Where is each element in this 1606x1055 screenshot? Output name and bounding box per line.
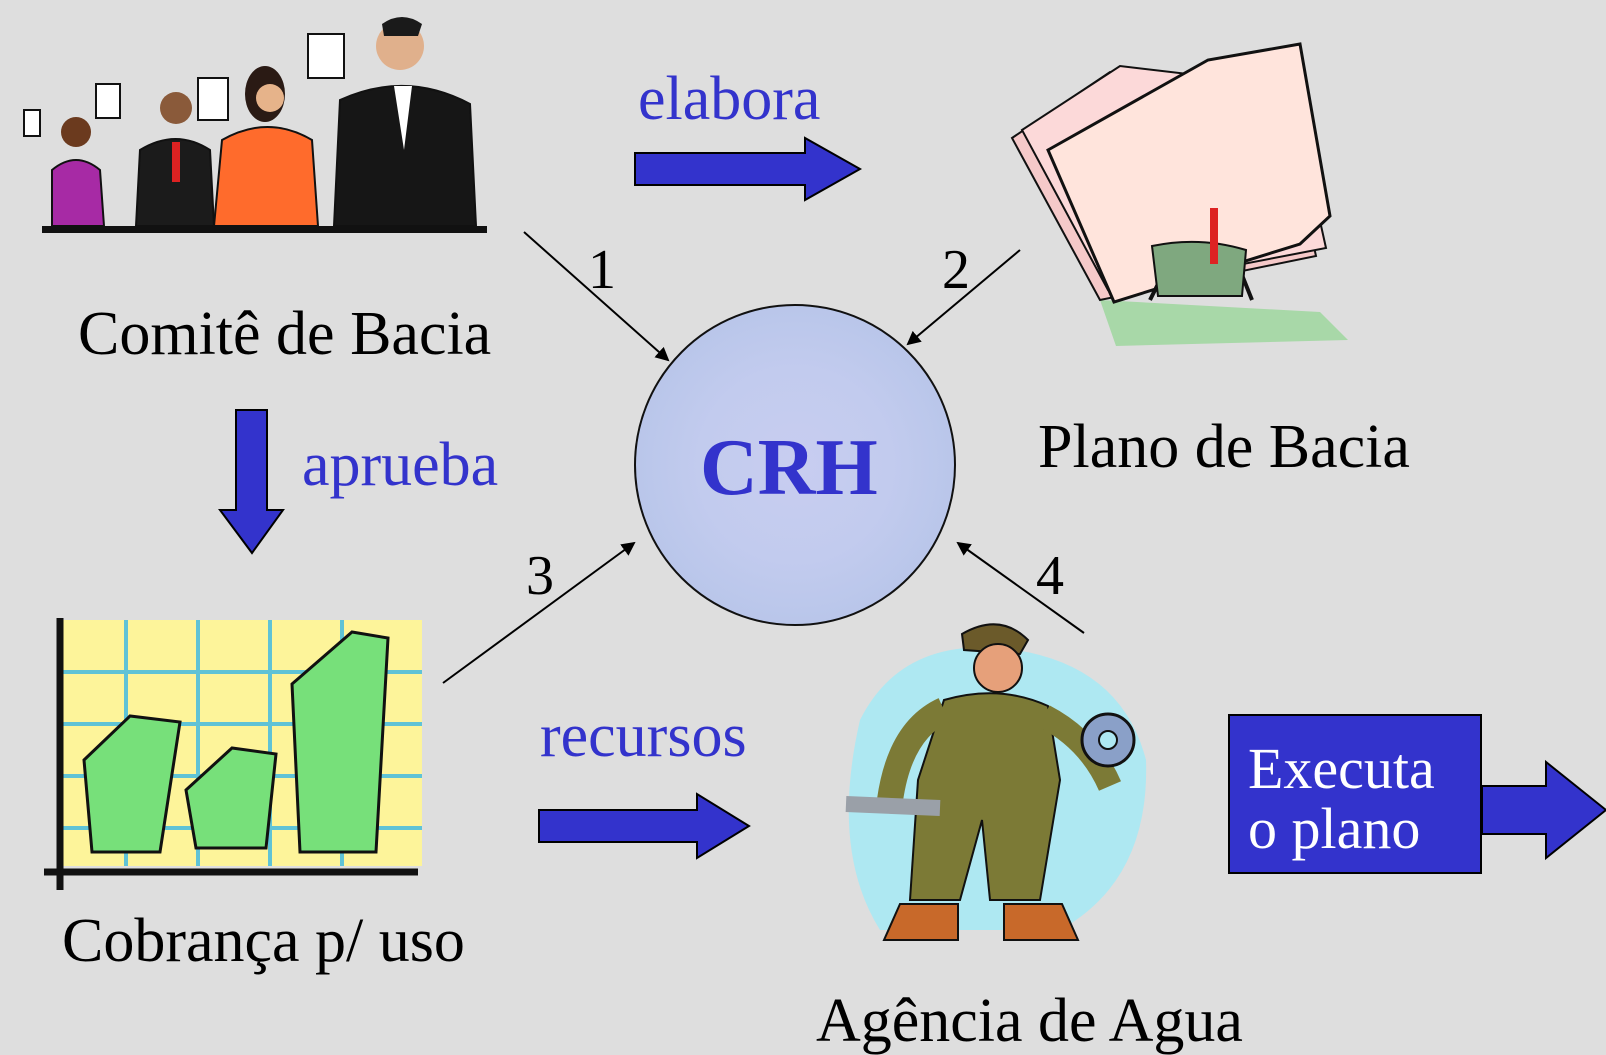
connector-3	[442, 541, 636, 684]
crh-label: CRH	[700, 424, 878, 512]
money-chart-icon	[44, 618, 422, 890]
crh-circle	[634, 304, 956, 626]
step-2-number: 2	[942, 239, 970, 301]
cobranca-label: Cobrança p/ uso	[62, 907, 465, 975]
plano-label: Plano de Bacia	[1038, 413, 1410, 481]
step-3-number: 3	[526, 545, 554, 607]
comite-label: Comitê de Bacia	[78, 300, 492, 368]
aprueba-arrow	[218, 409, 285, 555]
agencia-label: Agência de Agua	[816, 987, 1243, 1055]
elabora-arrow	[634, 136, 863, 202]
document-folder-icon	[1010, 42, 1348, 346]
recursos-label: recursos	[540, 702, 747, 770]
execute-line-2: o plano	[1248, 796, 1421, 861]
execute-box: Executa o plano	[1228, 714, 1482, 874]
connector-2	[906, 249, 1021, 346]
voting-people-icon	[23, 17, 487, 233]
worker-tools-icon	[845, 623, 1147, 941]
step-1-number: 1	[588, 239, 616, 301]
step-4-number: 4	[1036, 545, 1064, 607]
connector-4	[956, 541, 1085, 634]
execute-line-1: Executa	[1248, 736, 1435, 801]
elabora-label: elabora	[638, 65, 821, 133]
connector-1	[523, 231, 670, 362]
recursos-arrow	[538, 792, 751, 860]
aprueba-label: aprueba	[302, 431, 499, 499]
execute-arrow	[1481, 759, 1606, 861]
